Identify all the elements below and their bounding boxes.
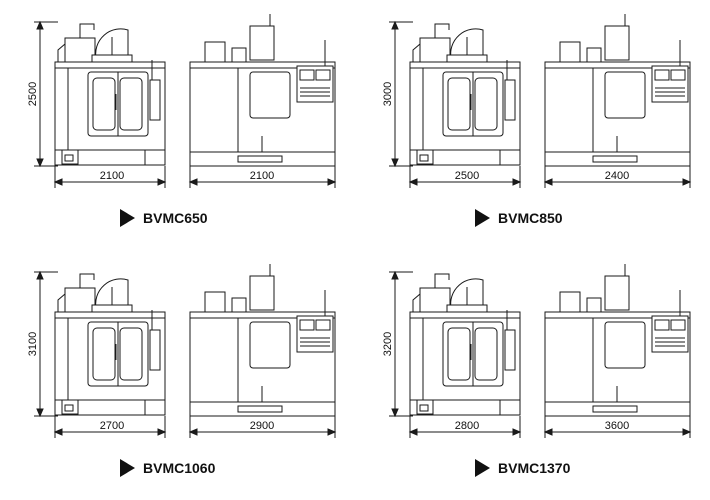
- machine-layout-panel-bvmc650: 2500 2100 2100 BVMC650: [0, 0, 355, 250]
- side-width-dimension-line: [543, 416, 692, 438]
- machine-layout-panel-bvmc850: 3000 2500 2400 BVMC850: [355, 0, 710, 250]
- height-dimension-label: 3000: [382, 82, 394, 106]
- model-name: BVMC1370: [498, 460, 571, 476]
- side-width-dimension-line: [543, 166, 692, 188]
- machine-drawing: 3100 2700 2900: [27, 264, 337, 438]
- model-caption: BVMC650: [120, 209, 208, 227]
- side-view: [189, 264, 336, 417]
- front-width-dimension-label: 2100: [100, 170, 124, 182]
- height-dimension-label: 3200: [382, 332, 394, 356]
- triangle-right-icon: [120, 209, 135, 227]
- front-width-dimension-line: [408, 166, 522, 188]
- height-dimension-label: 3100: [27, 332, 39, 356]
- model-caption: BVMC1370: [475, 459, 570, 477]
- front-view: [54, 23, 166, 166]
- height-dimension-line: [34, 270, 58, 418]
- height-dimension-line: [389, 20, 413, 168]
- height-dimension-label: 2500: [27, 82, 39, 106]
- triangle-right-icon: [120, 459, 135, 477]
- side-view: [544, 14, 691, 167]
- triangle-right-icon: [475, 209, 490, 227]
- model-name: BVMC1060: [143, 460, 216, 476]
- front-width-dimension-label: 2800: [455, 420, 479, 432]
- model-caption: BVMC1060: [120, 459, 215, 477]
- side-view: [544, 264, 691, 417]
- side-width-dimension-label: 3600: [605, 420, 629, 432]
- side-view: [189, 14, 336, 167]
- side-width-dimension-label: 2400: [605, 170, 629, 182]
- machine-layout-panel-bvmc1370: 3200 2800 3600 BVMC1370: [355, 250, 710, 500]
- model-caption: BVMC850: [475, 209, 563, 227]
- side-width-dimension-label: 2100: [250, 170, 274, 182]
- front-width-dimension-label: 2700: [100, 420, 124, 432]
- model-name: BVMC850: [498, 210, 563, 226]
- front-width-dimension-label: 2500: [455, 170, 479, 182]
- front-view: [54, 273, 166, 416]
- machine-drawing: 3000 2500 2400: [382, 14, 692, 188]
- front-width-dimension-line: [53, 166, 167, 188]
- machine-layout-panel-bvmc1060: 3100 2700 2900 BVMC1060: [0, 250, 355, 500]
- side-width-dimension-line: [188, 166, 337, 188]
- side-width-dimension-line: [188, 416, 337, 438]
- triangle-right-icon: [475, 459, 490, 477]
- model-name: BVMC650: [143, 210, 208, 226]
- height-dimension-line: [389, 270, 413, 418]
- machine-drawing: 2500 2100 2100: [27, 14, 337, 188]
- front-width-dimension-line: [53, 416, 167, 438]
- side-width-dimension-label: 2900: [250, 420, 274, 432]
- front-view: [409, 273, 521, 416]
- front-view: [409, 23, 521, 166]
- front-width-dimension-line: [408, 416, 522, 438]
- height-dimension-line: [34, 20, 58, 168]
- machine-drawing: 3200 2800 3600: [382, 264, 692, 438]
